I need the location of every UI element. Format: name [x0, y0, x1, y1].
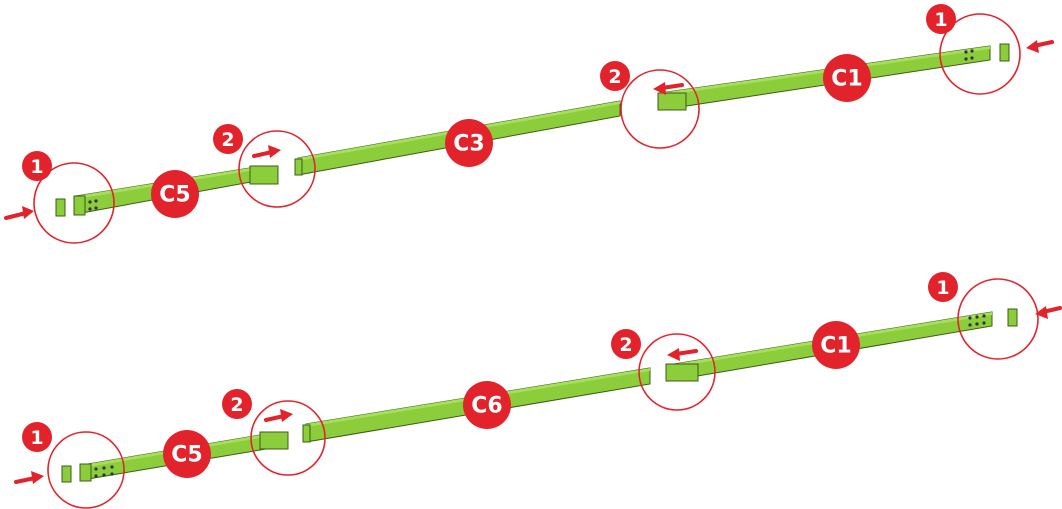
end-cap-bottom-right: [1007, 308, 1018, 327]
bolt-holes-top-left: [88, 199, 98, 211]
step-badge-bottom-2: 2: [222, 389, 252, 419]
part-label: C1: [831, 67, 862, 92]
end-cap-bottom-left: [61, 465, 72, 483]
step-number: 2: [230, 394, 243, 416]
detail-circle-top-1: [33, 162, 115, 244]
arrow-right-icon: [14, 471, 44, 484]
arrow-left-icon: [1026, 40, 1054, 53]
sleeve-bottom-left: [259, 431, 289, 450]
part-badge-bottom-c6: C6: [463, 381, 511, 429]
part-label: C6: [471, 394, 502, 419]
detail-circle-top-3: [620, 69, 700, 149]
assembly-top: C5 C3 C1 1 2 2 1: [4, 4, 1054, 244]
step-number: 1: [30, 427, 43, 449]
step-badge-top-2: 2: [213, 124, 243, 154]
sleeve-top-left: [249, 165, 279, 185]
step-number: 1: [936, 277, 949, 299]
step-badge-bottom-4: 1: [928, 272, 958, 302]
part-label: C5: [171, 443, 202, 468]
step-badge-top-1: 1: [22, 151, 52, 181]
step-badge-top-4: 1: [926, 4, 956, 34]
detail-circle-bottom-1: [47, 431, 125, 509]
detail-circle-bottom-3: [638, 333, 716, 411]
detail-circle-top-4: [939, 13, 1021, 95]
bolt-holes-top-right: [964, 49, 974, 61]
arrow-right-icon: [252, 145, 281, 158]
part-badge-bottom-c5: C5: [163, 430, 211, 478]
part-badge-bottom-c1: C1: [812, 321, 860, 369]
step-number: 2: [221, 129, 234, 151]
part-label: C3: [453, 132, 484, 157]
step-number: 1: [934, 9, 947, 31]
part-badge-top-c3: C3: [445, 119, 493, 167]
arrow-left-icon: [1035, 306, 1062, 319]
step-badge-top-3: 2: [600, 61, 630, 91]
bolt-holes-bottom-left: [94, 465, 114, 478]
bolt-holes-bottom-right: [968, 314, 986, 327]
arrow-left-icon: [653, 82, 684, 95]
step-badge-bottom-1: 1: [22, 422, 52, 452]
step-number: 1: [30, 156, 43, 178]
arrow-right-icon: [4, 206, 34, 220]
detail-circle-bottom-2: [250, 400, 326, 476]
step-number: 2: [619, 334, 632, 356]
arrow-right-icon: [264, 409, 293, 422]
arrow-left-icon: [667, 348, 698, 361]
step-number: 2: [608, 66, 621, 88]
assembly-bottom: C5 C6 C1 1 2 2 1: [14, 272, 1062, 509]
step-badge-bottom-3: 2: [611, 329, 641, 359]
part-label: C1: [820, 334, 851, 359]
end-cap-top-right: [999, 43, 1010, 62]
end-cap-top-left: [55, 198, 66, 217]
part-badge-top-c1: C1: [823, 54, 871, 102]
detail-circle-top-2: [238, 130, 316, 208]
part-badge-top-c5: C5: [151, 170, 199, 218]
detail-circle-bottom-4: [957, 278, 1039, 360]
part-label: C5: [159, 183, 190, 208]
